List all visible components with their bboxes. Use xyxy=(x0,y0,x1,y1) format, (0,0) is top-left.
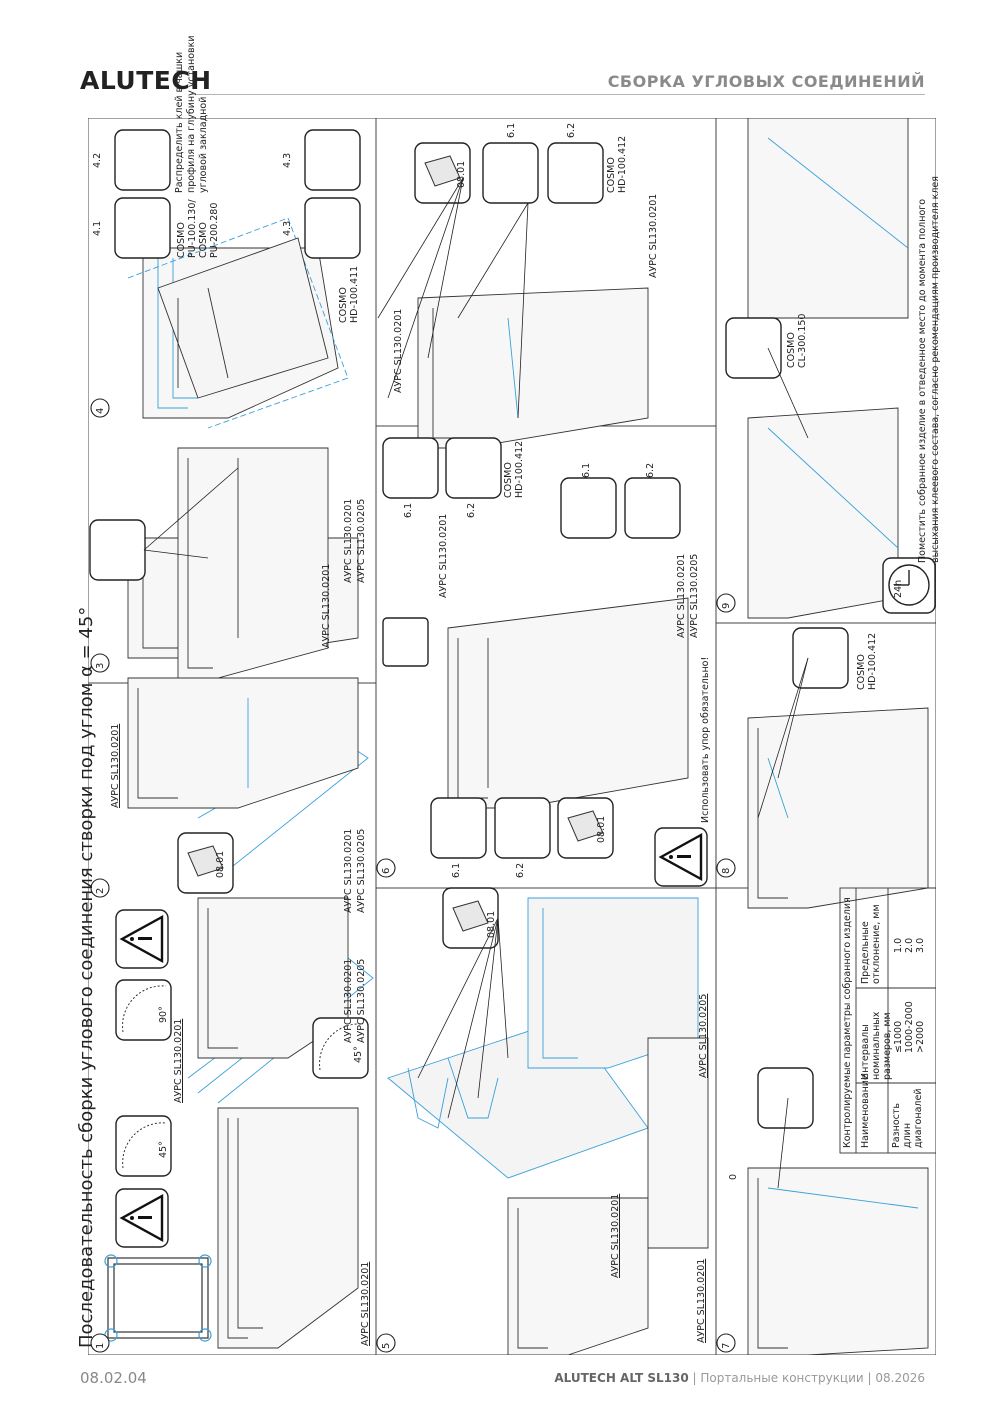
parameters-table-grid xyxy=(839,887,936,1154)
footer-section: | Портальные конструкции | 08.2026 xyxy=(688,1371,926,1385)
part-code: 6.2 xyxy=(466,502,477,518)
drawing-canvas xyxy=(88,118,936,1355)
profile-label: АУРС SL130.0201 xyxy=(343,828,354,913)
part-code: 08.01 xyxy=(215,850,226,878)
table-row-name: Разность длин диагоналей xyxy=(891,1088,924,1149)
step-number: 5 xyxy=(381,1342,392,1349)
part-code: 08.01 xyxy=(486,910,497,938)
glue-label: COSMO HD-100.411 xyxy=(338,265,360,323)
profile-label: АУРС SL130.0205 xyxy=(698,993,709,1078)
footer-product: ALUTECH ALT SL130 | Портальные конструкц… xyxy=(554,1371,925,1385)
part-code: 6.1 xyxy=(506,122,517,138)
profile-label: АУРС SL130.0205 xyxy=(356,958,367,1043)
step-number: 7 xyxy=(721,1342,732,1349)
profile-label: АУРС SL130.0201 xyxy=(343,958,354,1043)
icon-boxes xyxy=(89,129,936,1248)
profile-label: АУРС SL130.0205 xyxy=(689,553,700,638)
part-code: 6.2 xyxy=(566,122,577,138)
leader-lines xyxy=(143,177,809,1189)
glue-label: COSMO PU-100.130/ COSMO PU-200.280 xyxy=(176,199,220,258)
part-code: 6.2 xyxy=(515,862,526,878)
note-place: Поместить собранное изделие в отведенное… xyxy=(917,176,941,563)
profile-label: АУРС SL130.0201 xyxy=(173,1018,184,1103)
angle-label: 45° xyxy=(158,1141,169,1158)
part-code: 6.1 xyxy=(451,862,462,878)
profile-label: АУРС SL130.0201 xyxy=(343,498,354,583)
profile-drawings xyxy=(127,118,929,1355)
step-number: 9 xyxy=(721,602,732,609)
profile-label: АУРС SL130.0201 xyxy=(696,1258,707,1343)
instruction-sheet: 1 2 3 4 5 6 7 8 9 Последовательность сбо… xyxy=(76,35,941,1355)
dimension-zero: 0 xyxy=(728,1173,739,1180)
step1-frame-icon xyxy=(104,1254,212,1342)
angle-label: 90° xyxy=(158,1006,169,1023)
part-code: 4.1 xyxy=(92,220,103,236)
profile-label: АУРС SL130.0201 xyxy=(648,193,659,278)
warning-icon-glyphs xyxy=(119,832,703,1243)
profile-label: АУРС SL130.0205 xyxy=(356,828,367,913)
brand-logo: ALUTECH xyxy=(80,66,212,95)
part-code: 4.3 xyxy=(282,152,293,168)
part-code: 08.01 xyxy=(596,815,607,843)
main-title: Последовательность сборки углового соеди… xyxy=(76,606,97,1348)
table-header: Интервалы номинальных размеров, мм xyxy=(860,1011,893,1080)
profile-label: АУРС SL130.0201 xyxy=(676,553,687,638)
header-divider xyxy=(190,94,925,95)
part-code: 6.2 xyxy=(645,462,656,478)
angle-label: 45° xyxy=(353,1046,364,1063)
part-code: 4.3 xyxy=(282,220,293,236)
step-number: 8 xyxy=(721,867,732,874)
note-stop-required: Использовать упор обязательно! xyxy=(700,656,711,823)
table-deviation: 1.0 xyxy=(893,937,904,953)
part-code: 24h xyxy=(893,579,904,598)
profile-label: АУРС SL130.0201 xyxy=(438,513,449,598)
profile-label: АУРС SL130.0201 xyxy=(393,308,404,393)
profile-label: АУРС SL130.0201 xyxy=(610,1193,621,1278)
page-title: СБОРКА УГЛОВЫХ СОЕДИНЕНИЙ xyxy=(607,72,925,91)
table-caption: Контролируемые параметры собранного изде… xyxy=(842,897,853,1148)
profile-label: АУРС SL130.0201 xyxy=(321,563,332,648)
note-distribute: Распределить клей в чашки профиля на глу… xyxy=(174,35,209,193)
step-number: 4 xyxy=(95,407,106,414)
page-code: 08.02.04 xyxy=(80,1369,147,1387)
table-range: ≤1000 xyxy=(893,1020,904,1053)
profile-label: АУРС SL130.0205 xyxy=(356,498,367,583)
glue-label: COSMO HD-100.412 xyxy=(606,135,628,193)
table-header: Предельные отклонение, мм xyxy=(860,904,882,984)
glue-label: COSMO HD-100.412 xyxy=(503,440,525,498)
table-header: Наименование xyxy=(860,1074,871,1148)
plate-glyphs xyxy=(187,155,604,932)
part-code: 4.2 xyxy=(92,152,103,168)
step-number: 6 xyxy=(381,867,392,874)
profile-label: АУРС SL130.0201 xyxy=(110,723,121,808)
glue-label: COSMO HD-100.412 xyxy=(856,632,878,690)
part-code: 08.01 xyxy=(456,160,467,188)
table-range: 1000-2000 xyxy=(904,1001,915,1053)
table-deviation: 3.0 xyxy=(915,937,926,953)
part-code: 6.1 xyxy=(403,502,414,518)
glue-label: COSMO CL-300.150 xyxy=(786,313,808,368)
clock-icon xyxy=(888,564,930,606)
saw-icon-glyphs xyxy=(122,985,364,1169)
part-code: 6.1 xyxy=(581,462,592,478)
table-range: >2000 xyxy=(915,1020,926,1053)
profile-label: АУРС SL130.0201 xyxy=(360,1261,371,1346)
step-circles xyxy=(90,398,736,1353)
table-deviation: 2.0 xyxy=(904,937,915,953)
product-name: ALUTECH ALT SL130 xyxy=(554,1371,689,1385)
